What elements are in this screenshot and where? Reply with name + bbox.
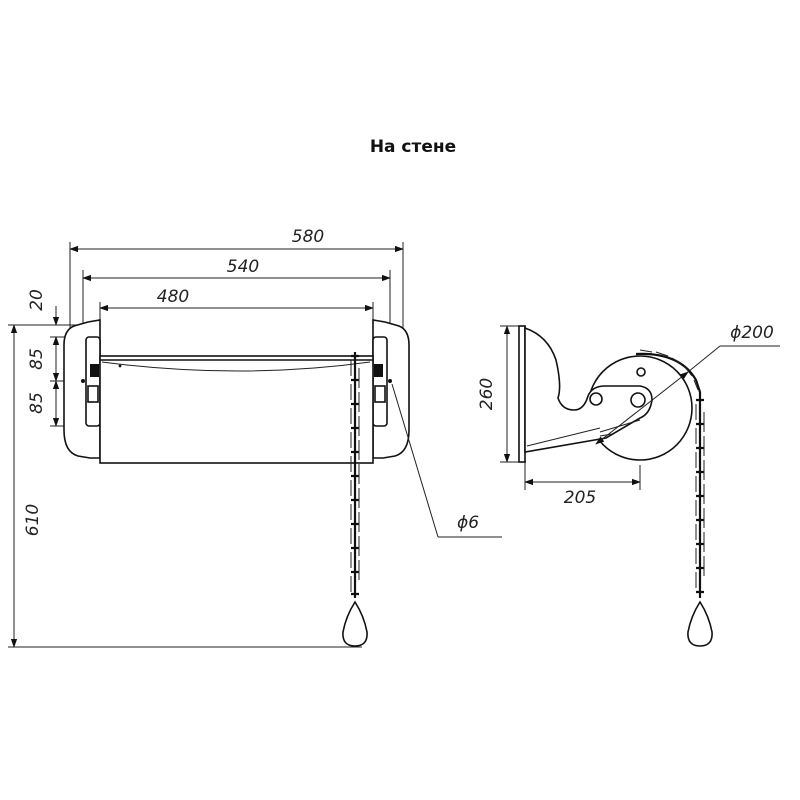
- side-chain: [635, 349, 713, 647]
- front-pull-handle: [342, 600, 368, 647]
- side-view: 260 205 ϕ200: [477, 323, 780, 647]
- dim-side-height: 260: [477, 378, 497, 410]
- drawing-title: На стене: [370, 137, 456, 157]
- dim-bracket-lower: 85: [27, 392, 47, 414]
- dim-chain-height: 610: [23, 504, 43, 536]
- dim-side-depth: 205: [564, 488, 596, 508]
- dim-bracket-upper: 85: [27, 348, 47, 370]
- dim-hole-diameter: ϕ6: [457, 513, 479, 533]
- dim-width-brackets: 540: [227, 257, 259, 277]
- front-chain: [342, 352, 368, 647]
- roll-housing: [99, 355, 374, 464]
- front-view: 580 540 480 20 85 85 610: [8, 227, 502, 648]
- dim-width-overall: 580: [292, 227, 324, 247]
- dim-top-offset: 20: [27, 289, 47, 311]
- side-pull-handle: [687, 600, 713, 647]
- hole-leader-line: [391, 383, 439, 538]
- dim-drum-diameter: ϕ200: [730, 323, 774, 343]
- drum-diameter-line: [595, 371, 689, 445]
- dim-width-roll: 480: [157, 287, 189, 307]
